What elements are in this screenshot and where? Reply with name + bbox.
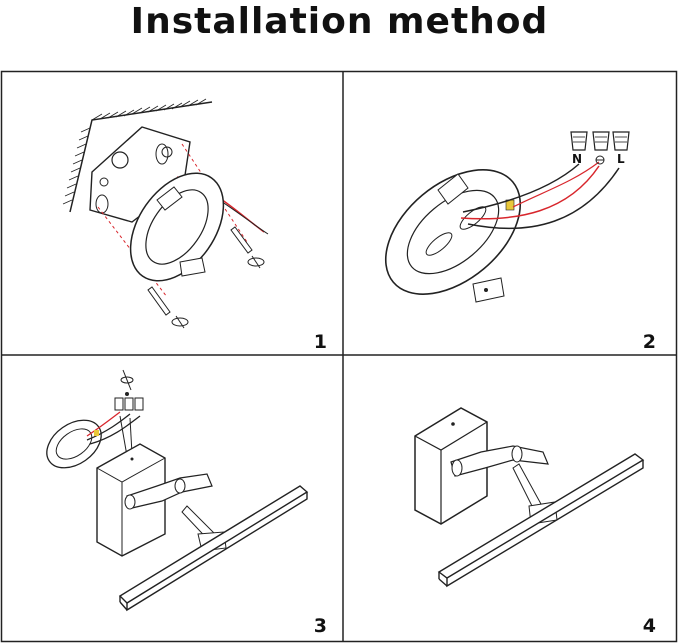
- step-number: 2: [642, 331, 656, 353]
- step-4-panel: 4: [343, 356, 676, 641]
- step-number: 1: [313, 331, 327, 353]
- step-3-panel: 3: [2, 356, 343, 641]
- step-1-panel: 1: [2, 72, 343, 355]
- step-2-panel: N L 2: [343, 72, 676, 355]
- installed-fixture-illustration: [414, 407, 645, 588]
- step-number: 4: [642, 615, 656, 637]
- page-title: Installation method: [130, 1, 549, 42]
- fixture-connect-illustration: [46, 369, 309, 612]
- wire-label-neutral: N: [572, 152, 583, 166]
- ceiling-mount-illustration: [62, 98, 269, 329]
- step-number: 3: [313, 615, 327, 637]
- wire-label-live: L: [617, 152, 625, 166]
- wiring-illustration: [384, 131, 630, 303]
